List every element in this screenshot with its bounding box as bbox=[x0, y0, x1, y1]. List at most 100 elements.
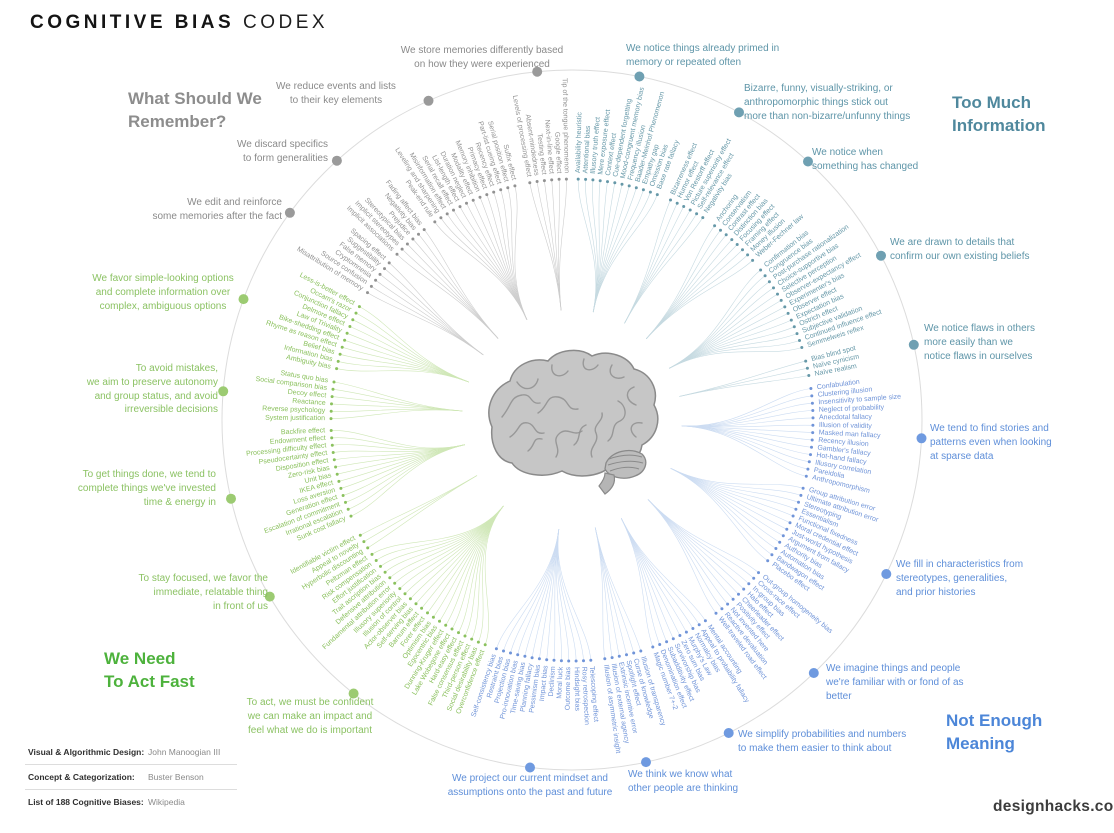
bias-dot bbox=[457, 631, 460, 635]
bias-dot bbox=[509, 651, 512, 655]
quadrant-header-too-much-information: Too Much Information bbox=[952, 92, 1046, 138]
bias-dot bbox=[805, 366, 809, 370]
bias-dot bbox=[492, 190, 496, 194]
bias-dot bbox=[810, 394, 814, 398]
connector-curve bbox=[342, 346, 469, 383]
bias-dot bbox=[366, 546, 370, 550]
category-dot bbox=[881, 569, 892, 579]
bias-dot bbox=[720, 607, 724, 611]
category-dot bbox=[423, 95, 434, 106]
bias-label: Reactance bbox=[292, 398, 326, 407]
bias-label: Outcome bias bbox=[565, 666, 573, 710]
bias-dot bbox=[535, 180, 539, 183]
connector-curve bbox=[332, 389, 463, 412]
bias-dot bbox=[781, 534, 785, 538]
connector-curve bbox=[670, 468, 804, 489]
bias-dot bbox=[799, 493, 803, 497]
connector-curve bbox=[471, 505, 504, 640]
credit-row: List of 188 Cognitive Biases: Wikipedia bbox=[25, 790, 237, 814]
bias-dot bbox=[641, 188, 645, 192]
quadrant-header-line: Too Much bbox=[952, 93, 1031, 112]
bias-dot bbox=[774, 547, 778, 550]
bias-dot bbox=[627, 184, 631, 188]
annotation-line: To stay focused, we favor the bbox=[138, 573, 268, 584]
category-annotation-avoid-mistakes: To avoid mistakes,we aim to preserve aut… bbox=[48, 362, 218, 417]
connector-curve bbox=[510, 529, 560, 654]
category-dot bbox=[532, 66, 543, 77]
annotation-line: and complete information over bbox=[95, 286, 231, 298]
connector-curve bbox=[536, 181, 562, 311]
bias-dot bbox=[678, 634, 682, 637]
connector-curve bbox=[484, 505, 504, 645]
bias-dot bbox=[537, 657, 541, 661]
bias-dot bbox=[528, 181, 532, 185]
quadrant-header-we-need-to-act-fast: We Need To Act Fast bbox=[104, 648, 195, 694]
bias-label: Telescoping effect bbox=[588, 666, 599, 722]
connector-curve bbox=[645, 260, 753, 340]
bias-dot bbox=[695, 212, 699, 216]
bias-dot bbox=[483, 643, 487, 647]
connector-curve bbox=[592, 189, 644, 313]
bias-label: Declinism bbox=[548, 666, 557, 697]
annotation-line: To avoid mistakes, bbox=[135, 363, 218, 374]
bias-dot bbox=[735, 243, 739, 246]
bias-dot bbox=[797, 500, 800, 504]
category-dot bbox=[264, 591, 275, 602]
bias-dot bbox=[552, 658, 556, 662]
annotation-line: We notice things already primed in bbox=[626, 43, 780, 54]
connector-curve bbox=[334, 444, 465, 461]
connector-curve bbox=[668, 340, 800, 369]
bias-label: Attentional bias bbox=[582, 125, 592, 174]
bias-dot bbox=[405, 242, 409, 246]
bias-dot bbox=[591, 178, 595, 182]
bias-dot bbox=[763, 274, 767, 278]
connector-curve bbox=[360, 475, 478, 536]
brain-gyrus bbox=[590, 412, 603, 458]
bias-dot bbox=[742, 587, 746, 591]
bias-dot bbox=[770, 553, 774, 557]
bias-label: Endowment effect bbox=[270, 435, 326, 446]
bias-dot bbox=[369, 284, 373, 288]
bias-dot bbox=[329, 429, 333, 432]
bias-dot bbox=[811, 416, 815, 420]
bias-dot bbox=[400, 247, 404, 251]
connector-curve bbox=[647, 499, 759, 573]
bias-dot bbox=[610, 656, 614, 660]
annotation-line: assumptions onto the past and future bbox=[447, 786, 613, 798]
bias-dot bbox=[798, 339, 801, 342]
bias-dot bbox=[542, 179, 546, 183]
connector-curve bbox=[681, 425, 808, 470]
category-dot bbox=[284, 207, 295, 218]
bias-dot bbox=[811, 423, 815, 427]
connector-curve bbox=[348, 444, 465, 510]
bias-dot bbox=[349, 514, 353, 518]
bias-dot bbox=[669, 198, 672, 202]
bias-dot bbox=[584, 177, 588, 181]
annotation-line: more than non-bizarre/unfunny things bbox=[744, 110, 911, 122]
bias-label: System justification bbox=[265, 415, 325, 422]
annotation-line: We fill in characteristics from bbox=[896, 559, 1024, 570]
connector-curve bbox=[493, 192, 528, 320]
connector-curve bbox=[557, 529, 592, 661]
bias-dot bbox=[545, 658, 549, 662]
connector-curve bbox=[621, 518, 681, 636]
bias-dot bbox=[334, 465, 338, 469]
connector-curve bbox=[529, 182, 562, 311]
bias-dot bbox=[766, 559, 770, 563]
bias-dot bbox=[620, 182, 624, 186]
annotation-line: notice flaws in ourselves bbox=[924, 350, 1033, 362]
annotation-line: feel what we do is important bbox=[248, 724, 372, 736]
connector-curve bbox=[371, 505, 504, 555]
category-dot bbox=[634, 71, 645, 82]
bias-dot bbox=[737, 592, 740, 596]
bias-dot bbox=[713, 224, 717, 228]
annotation-line: To get things done, we tend to bbox=[82, 469, 216, 480]
annotation-line: We are drawn to details that bbox=[890, 237, 1015, 248]
